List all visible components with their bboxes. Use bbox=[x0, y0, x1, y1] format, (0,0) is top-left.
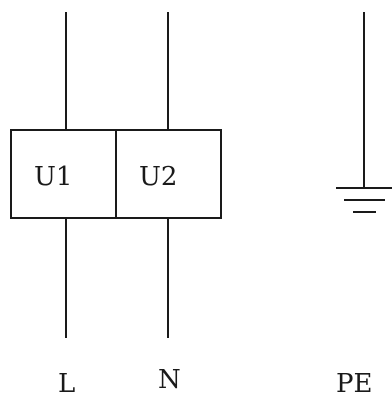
terminal-label-neutral: N bbox=[158, 365, 181, 395]
terminal-label-earth: PE bbox=[336, 369, 372, 399]
unit-label-u1: U1 bbox=[34, 162, 72, 192]
device-box-u1 bbox=[10, 129, 117, 219]
ground-icon bbox=[336, 187, 392, 213]
unit-label-u2: U2 bbox=[139, 162, 177, 192]
device-box-u2 bbox=[115, 129, 222, 219]
terminal-label-line: L bbox=[58, 369, 75, 399]
